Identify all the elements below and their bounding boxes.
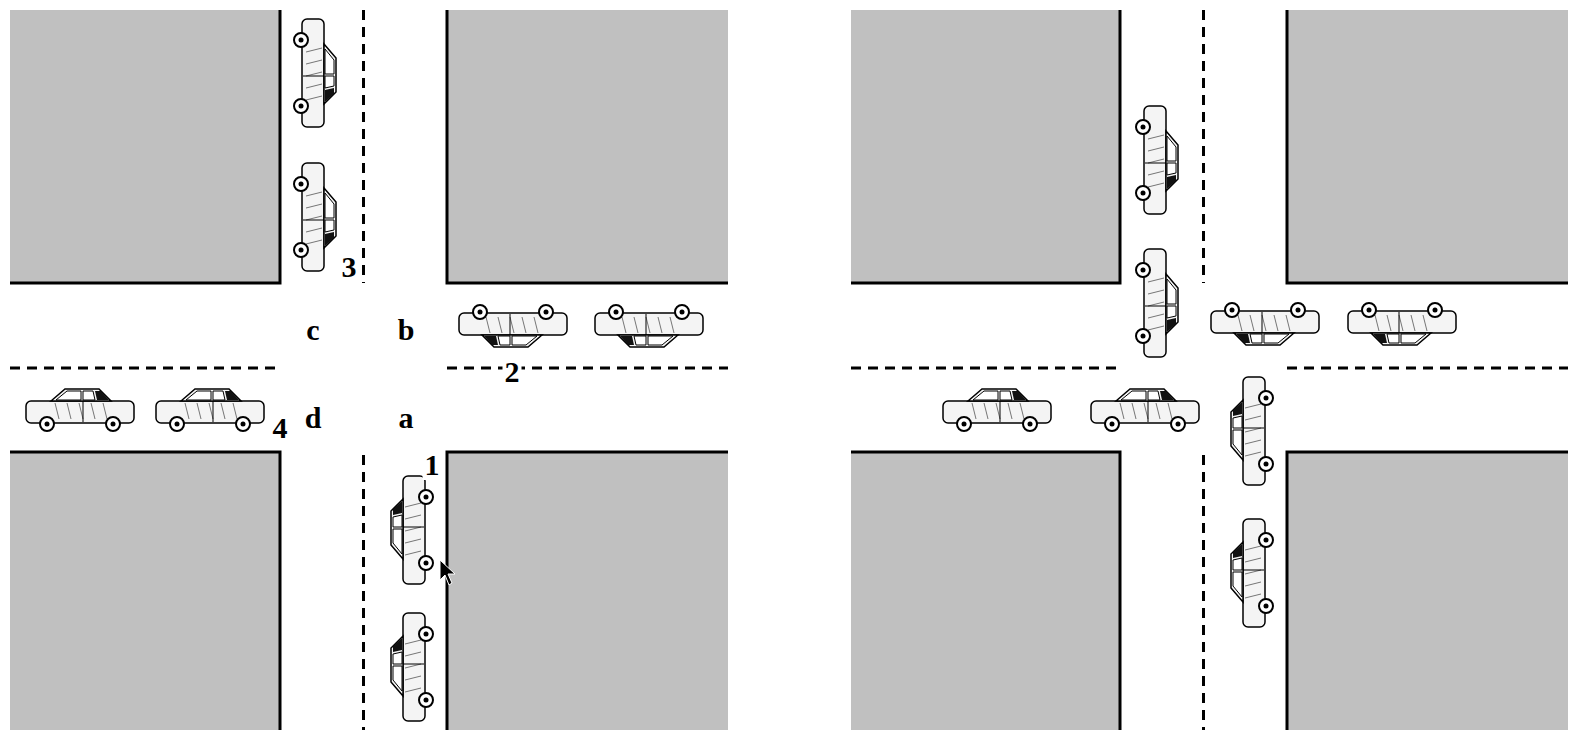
position-letter: c [304, 315, 321, 345]
callout-number: 1 [423, 450, 442, 480]
position-letter: b [396, 315, 417, 345]
car [1136, 106, 1178, 214]
callout-number: 2 [503, 357, 522, 387]
car [1091, 389, 1199, 431]
lane-divider [1202, 10, 1205, 283]
position-letter: a [397, 403, 416, 433]
callout-number: 4 [271, 413, 290, 443]
city-block [447, 10, 728, 283]
city-block [851, 10, 1120, 283]
car [1348, 303, 1456, 345]
lane-divider [10, 367, 280, 370]
lane-divider [362, 10, 365, 283]
position-letter: d [303, 403, 324, 433]
curb-line [851, 10, 1120, 283]
car [595, 305, 703, 347]
street-panel [851, 10, 1568, 730]
car [1136, 249, 1178, 357]
curb-line [447, 452, 728, 730]
car [294, 19, 336, 127]
callout-number: 3 [340, 252, 359, 282]
car [391, 613, 433, 721]
car [26, 389, 134, 431]
lane-divider [362, 455, 365, 730]
car [294, 163, 336, 271]
lane-divider [447, 367, 728, 370]
car [459, 305, 567, 347]
curb-line [1287, 10, 1568, 283]
curb-line [1287, 452, 1568, 730]
car [1211, 303, 1319, 345]
car [1231, 519, 1273, 627]
car [943, 389, 1051, 431]
street-panel [10, 10, 728, 730]
car [1231, 377, 1273, 485]
lane-divider [1287, 367, 1568, 370]
car [391, 476, 433, 584]
curb-line [10, 10, 280, 283]
curb-line [851, 452, 1120, 730]
curb-line [10, 452, 280, 730]
car [156, 389, 264, 431]
city-block [1287, 452, 1568, 730]
city-block [10, 452, 280, 730]
curb-line [447, 10, 728, 283]
lane-divider [851, 367, 1120, 370]
city-block [1287, 10, 1568, 283]
mouse-pointer [440, 560, 455, 585]
city-block [10, 10, 280, 283]
lane-divider [1202, 455, 1205, 730]
city-block [851, 452, 1120, 730]
city-block [447, 452, 728, 730]
